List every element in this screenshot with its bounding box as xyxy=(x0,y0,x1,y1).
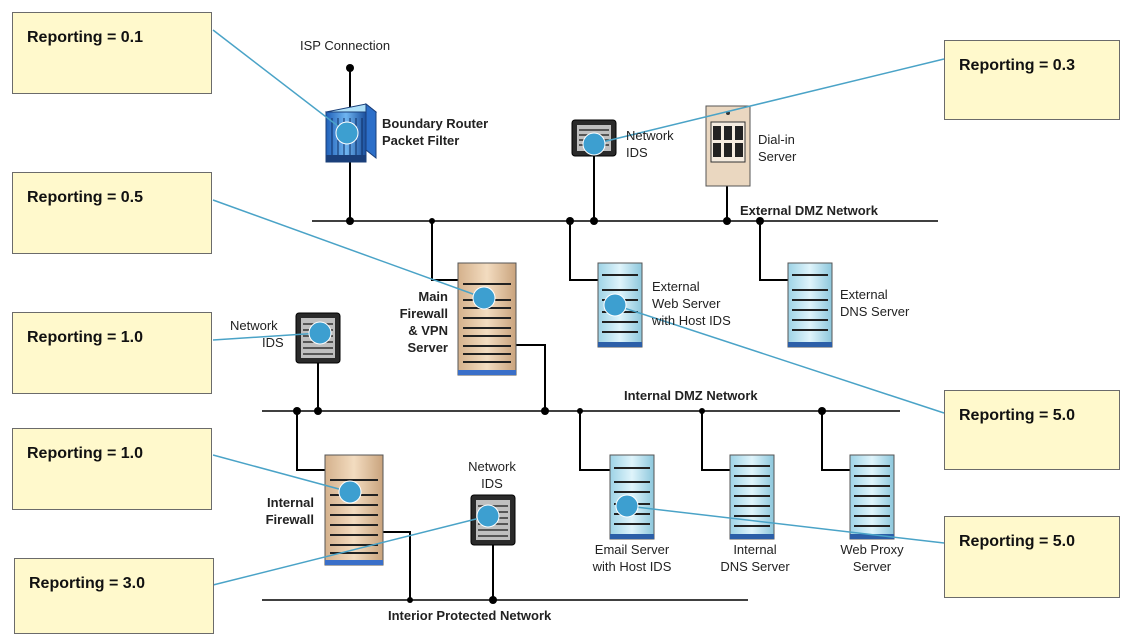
interior-network-label: Interior Protected Network xyxy=(388,608,552,623)
callout-text: Reporting = 0.3 xyxy=(959,57,1076,74)
callout-internal-firewall: Reporting = 1.0 xyxy=(12,428,212,510)
callout-text: Reporting = 0.5 xyxy=(27,189,144,206)
connections xyxy=(296,68,850,600)
junction-dots xyxy=(293,64,826,604)
callout-network-ids-interior: Reporting = 3.0 xyxy=(14,558,214,634)
callout-text: Reporting = 0.1 xyxy=(27,29,144,46)
isp-connection-label: ISP Connection xyxy=(300,38,391,53)
internal-firewall-icon xyxy=(324,454,384,566)
callout-main-firewall: Reporting = 0.5 xyxy=(12,172,212,254)
marker-email-server xyxy=(615,494,639,518)
main-firewall-label-2: Firewall xyxy=(399,306,448,321)
boundary-router-label-1: Boundary Router xyxy=(382,116,489,131)
internal-dns-label-1: Internal xyxy=(733,542,777,557)
callout-text: Reporting = 1.0 xyxy=(27,445,144,462)
marker-internal-firewall xyxy=(338,480,362,504)
callout-external-web-server: Reporting = 5.0 xyxy=(944,390,1120,470)
main-firewall-label-3: & VPN xyxy=(408,323,448,338)
callout-text: Reporting = 1.0 xyxy=(27,329,144,346)
external-web-label-3: with Host IDS xyxy=(652,313,731,328)
marker-network-ids-left xyxy=(308,321,332,345)
external-web-label-2: Web Server xyxy=(652,296,721,311)
web-proxy-server-icon xyxy=(849,454,895,540)
marker-network-ids-interior xyxy=(476,504,500,528)
marker-external-web-server xyxy=(603,293,627,317)
network-ids-left-label-2: IDS xyxy=(262,335,284,350)
callout-text: Reporting = 5.0 xyxy=(959,407,1076,424)
dialin-label-2: Server xyxy=(758,149,797,164)
callout-network-ids-top: Reporting = 0.3 xyxy=(944,40,1120,120)
internal-firewall-label-1: Internal xyxy=(267,495,314,510)
marker-network-ids-top xyxy=(582,132,606,156)
external-web-label-1: External xyxy=(652,279,700,294)
reporting-markers xyxy=(308,121,639,528)
boundary-router-label-2: Packet Filter xyxy=(382,133,460,148)
internal-dns-label-2: DNS Server xyxy=(720,559,790,574)
callout-text: Reporting = 3.0 xyxy=(29,575,146,592)
dialin-label-1: Dial-in xyxy=(758,132,795,147)
external-dns-label-2: DNS Server xyxy=(840,304,910,319)
callout-email-server: Reporting = 5.0 xyxy=(944,516,1120,598)
network-ids-top-label-2: IDS xyxy=(626,145,648,160)
callout-connectors xyxy=(212,29,945,586)
main-firewall-label-4: Server xyxy=(407,340,448,355)
internal-firewall-label-2: Firewall xyxy=(265,512,314,527)
main-firewall-label-1: Main xyxy=(418,289,448,304)
network-ids-interior-label-2: IDS xyxy=(481,476,503,491)
external-dns-server-icon xyxy=(787,262,833,348)
dialin-server-icon xyxy=(705,105,751,187)
main-firewall-icon xyxy=(457,262,517,376)
web-proxy-label-2: Server xyxy=(852,559,892,574)
network-ids-left-label-1: Network xyxy=(230,318,278,333)
external-dns-label-1: External xyxy=(840,287,888,302)
callout-network-ids-left: Reporting = 1.0 xyxy=(12,312,212,394)
marker-main-firewall xyxy=(472,286,496,310)
callout-boundary-router: Reporting = 0.1 xyxy=(12,12,212,94)
email-server-label-2: with Host IDS xyxy=(592,559,672,574)
network-ids-interior-label-1: Network xyxy=(468,459,516,474)
callout-text: Reporting = 5.0 xyxy=(959,533,1076,550)
network-ids-top-label-1: Network xyxy=(626,128,674,143)
email-server-label-1: Email Server xyxy=(594,542,670,557)
marker-boundary-router xyxy=(335,121,359,145)
internal-dmz-network-label: Internal DMZ Network xyxy=(624,388,758,403)
external-dmz-network-label: External DMZ Network xyxy=(740,203,878,218)
web-proxy-label-1: Web Proxy xyxy=(840,542,904,557)
internal-dns-server-icon xyxy=(729,454,775,540)
